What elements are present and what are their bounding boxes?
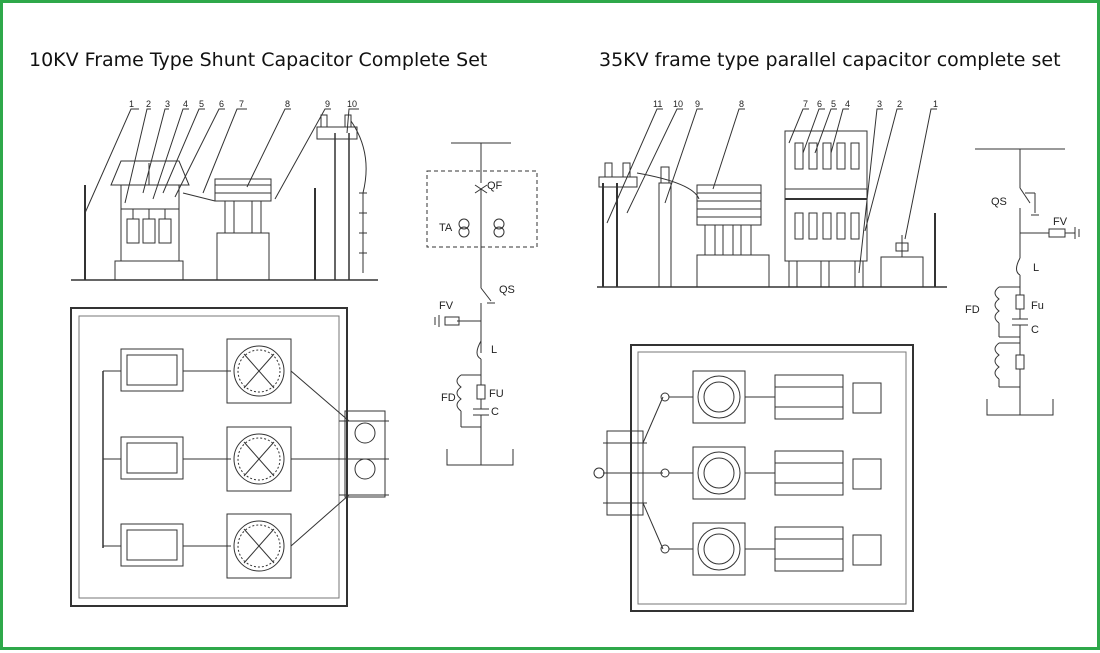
callout-l-3: 3	[165, 99, 170, 109]
callout-l-10: 10	[347, 99, 357, 109]
label-r-fd: FD	[965, 304, 980, 316]
elevation-35kv: 11 10 9 8 7 6 5 4 3 2 1	[597, 99, 947, 288]
callout-r-6: 6	[817, 99, 822, 109]
label-l: L	[491, 344, 497, 356]
label-fu: FU	[489, 388, 504, 400]
callout-l-4: 4	[183, 99, 188, 109]
label-qf: QF	[487, 180, 503, 192]
callout-r-5: 5	[831, 99, 836, 109]
label-r-fu: Fu	[1031, 300, 1044, 312]
label-fv: FV	[439, 300, 454, 312]
label-fd: FD	[441, 392, 456, 404]
callout-l-1: 1	[129, 99, 134, 109]
callout-r-10: 10	[673, 99, 683, 109]
callout-r-3: 3	[877, 99, 882, 109]
callout-l-2: 2	[146, 99, 151, 109]
circuit-35kv: QS FV L FD Fu C	[965, 148, 1080, 416]
elevation-10kv: 1 2 3 4 5 6 7 8 9 10	[71, 99, 378, 281]
callout-r-7: 7	[803, 99, 808, 109]
label-r-fv: FV	[1053, 216, 1068, 228]
callout-r-2: 2	[897, 99, 902, 109]
title-10kv: 10KV Frame Type Shunt Capacitor Complete…	[29, 49, 488, 71]
label-c: C	[491, 406, 499, 418]
label-r-l: L	[1033, 262, 1039, 274]
callout-r-1: 1	[933, 99, 938, 109]
label-r-qs: QS	[991, 196, 1007, 208]
label-qs: QS	[499, 284, 515, 296]
callout-l-9: 9	[325, 99, 330, 109]
callout-r-4: 4	[845, 99, 850, 109]
callout-l-6: 6	[219, 99, 224, 109]
callout-l-5: 5	[199, 99, 204, 109]
callout-l-7: 7	[239, 99, 244, 109]
callout-r-9: 9	[695, 99, 700, 109]
plan-35kv	[593, 344, 914, 612]
callout-l-8: 8	[285, 99, 290, 109]
plan-10kv	[70, 307, 389, 607]
diagram-canvas: 1 2 3 4 5 6 7 8 9 10	[70, 99, 1080, 612]
circuit-10kv: QF TA QS FV L FD FU C	[426, 142, 538, 466]
title-35kv: 35KV frame type parallel capacitor compl…	[599, 49, 1061, 71]
callout-r-11: 11	[653, 99, 662, 109]
callout-r-8: 8	[739, 99, 744, 109]
label-r-c: C	[1031, 324, 1039, 336]
label-ta: TA	[439, 222, 453, 234]
